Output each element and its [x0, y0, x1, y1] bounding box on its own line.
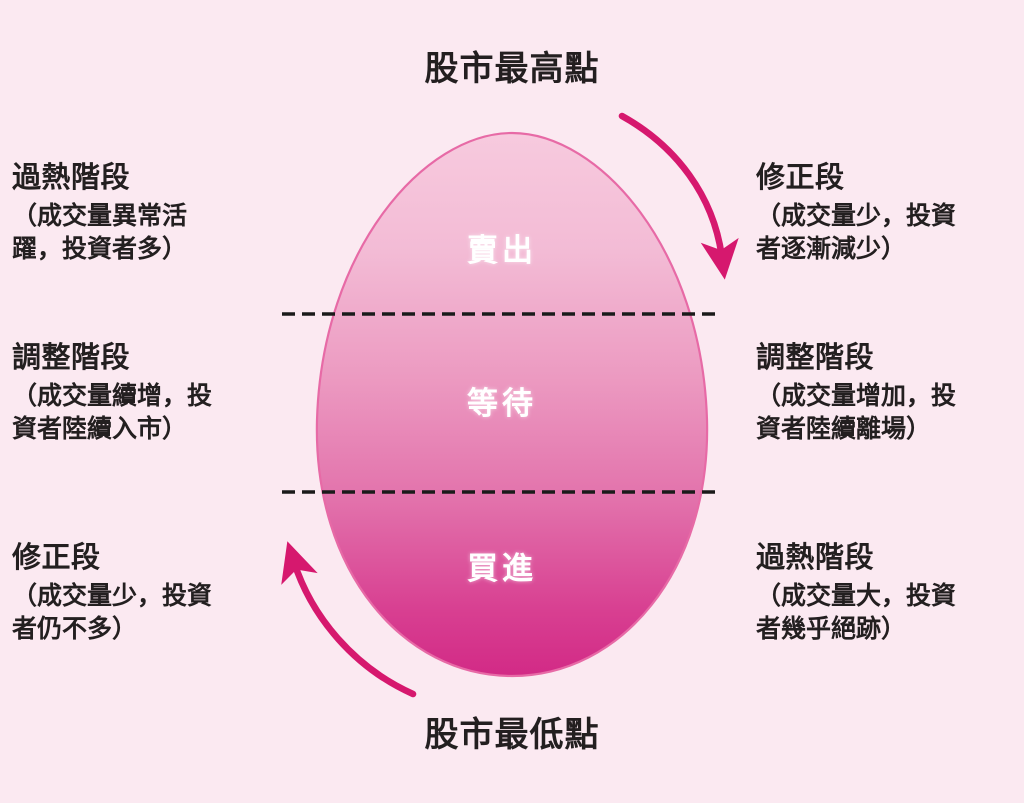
phase-title: 修正段 — [12, 540, 101, 574]
egg-zone-label-buy: 買進 — [467, 551, 537, 587]
phase-desc-line: （成交量增加，投 — [756, 380, 957, 410]
phase-desc-line: （成交量異常活 — [12, 200, 188, 230]
phase-desc-line: 資者陸續離場） — [756, 414, 932, 444]
phase-title: 過熱階段 — [12, 160, 131, 194]
left-phase-block-correction: 修正段 （成交量少，投資 者仍不多） — [12, 538, 284, 646]
phase-title: 調整階段 — [12, 340, 131, 374]
phase-title: 過熱階段 — [756, 540, 875, 574]
egg-zone-label-wait: 等待 — [467, 386, 537, 422]
phase-desc-line: （成交量少，投資 — [756, 200, 957, 230]
right-phase-block-correction: 修正段 （成交量少，投資 者逐漸減少） — [756, 158, 1024, 266]
phase-desc-line: （成交量大，投資 — [756, 580, 957, 610]
phase-desc-line: 者仍不多） — [12, 614, 138, 644]
phase-title: 調整階段 — [756, 340, 875, 374]
phase-title: 修正段 — [756, 160, 845, 194]
phase-desc-line: （成交量續增，投 — [12, 380, 213, 410]
phase-desc-line: 者幾乎絕跡） — [756, 614, 907, 644]
phase-desc-line: 者逐漸減少） — [756, 234, 907, 264]
phase-desc-line: 資者陸續入市） — [12, 414, 188, 444]
right-phase-block-overheated: 過熱階段 （成交量大，投資 者幾乎絕跡） — [756, 538, 1024, 646]
phase-desc-line: 躍，投資者多） — [12, 234, 188, 264]
left-phase-block-overheated: 過熱階段 （成交量異常活 躍，投資者多） — [12, 158, 284, 266]
phase-desc-line: （成交量少，投資 — [12, 580, 213, 610]
stock-market-peak-label: 股市最高點 — [424, 49, 600, 89]
right-phase-block-adjustment: 調整階段 （成交量增加，投 資者陸續離場） — [756, 338, 1024, 446]
left-phase-block-adjustment: 調整階段 （成交量續增，投 資者陸續入市） — [12, 338, 284, 446]
downward-cycle-arrow — [618, 112, 739, 280]
egg-zone-label-sell: 賣出 — [467, 233, 537, 269]
stock-market-trough-label: 股市最低點 — [424, 715, 600, 755]
